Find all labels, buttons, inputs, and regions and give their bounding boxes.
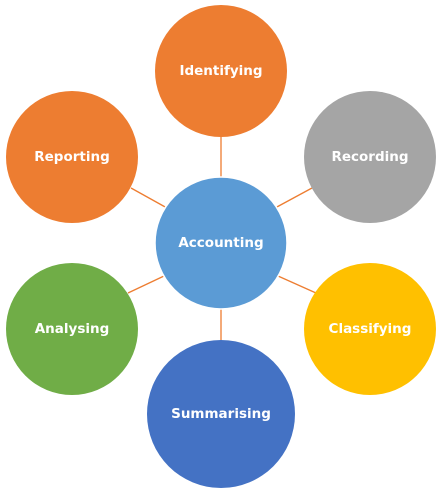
node-summarising-circle xyxy=(147,340,295,488)
node-center-accounting: Accounting xyxy=(154,176,288,310)
node-reporting: Reporting xyxy=(6,91,138,223)
node-center-label: Accounting xyxy=(178,235,263,251)
node-identifying-label: Identifying xyxy=(179,63,262,79)
node-recording: Recording xyxy=(304,91,436,223)
node-summarising-label: Summarising xyxy=(171,406,271,422)
connector-classifying xyxy=(277,275,317,294)
node-reporting-label: Reporting xyxy=(34,149,110,165)
node-classifying: Classifying xyxy=(304,263,436,395)
node-analysing: Analysing xyxy=(6,263,138,395)
node-center-circle xyxy=(154,176,288,310)
connectors xyxy=(127,136,317,343)
connector-recording xyxy=(274,187,313,209)
node-summarising: Summarising xyxy=(147,340,295,488)
node-recording-label: Recording xyxy=(331,149,408,165)
node-recording-circle xyxy=(304,91,436,223)
connector-reporting xyxy=(130,187,168,209)
node-reporting-circle xyxy=(6,91,138,223)
node-analysing-label: Analysing xyxy=(35,321,110,337)
node-identifying-circle xyxy=(155,5,287,137)
node-classifying-label: Classifying xyxy=(329,321,412,337)
node-identifying: Identifying xyxy=(155,5,287,137)
node-analysing-circle xyxy=(6,263,138,395)
connector-analysing xyxy=(127,275,165,294)
node-classifying-circle xyxy=(304,263,436,395)
